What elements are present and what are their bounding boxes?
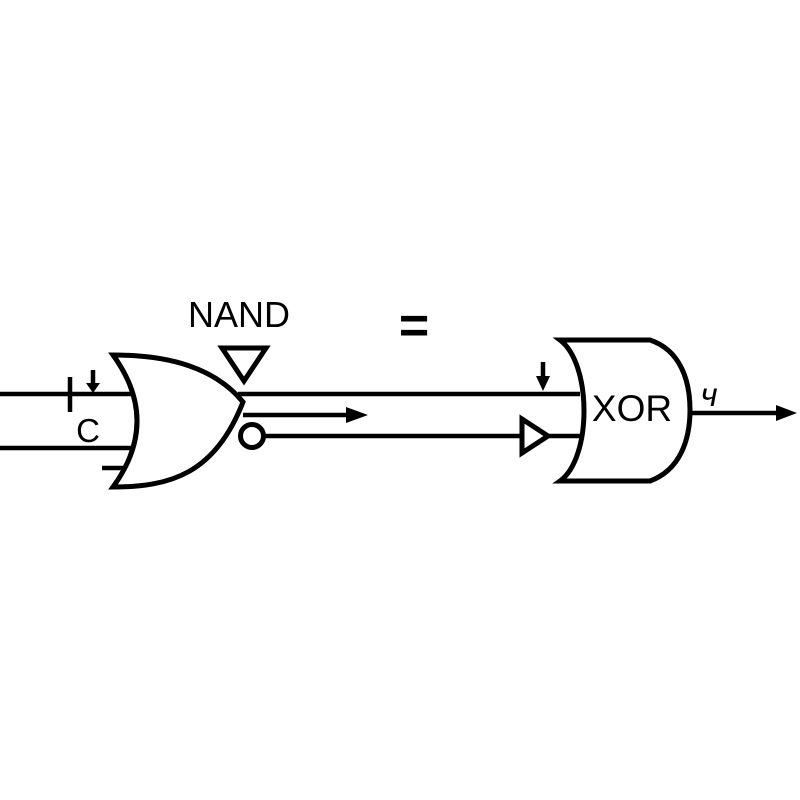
nand-gate-label: NAND [188, 294, 290, 335]
buffer-triangle-icon [519, 414, 553, 458]
xor-gate-label: XOR [592, 388, 672, 429]
inversion-bubble-icon [238, 422, 266, 450]
output-arrow-icon [689, 405, 797, 421]
equals-sign: = [399, 297, 429, 355]
signal-flow-arrow-icon [243, 407, 368, 423]
nand-pointer-triangle-icon [217, 345, 271, 386]
edge-arrow-right-head [536, 376, 550, 391]
edge-down-arrow-left-icon [86, 370, 100, 393]
nand-gate-body [108, 352, 246, 490]
output-arrow-head [776, 405, 797, 421]
signal-flow-head [346, 407, 368, 423]
clock-input-label: C [76, 412, 100, 449]
edge-down-arrow-right-icon [536, 362, 550, 391]
xor-gate-body [552, 337, 693, 484]
edge-arrow-left-head [86, 383, 100, 393]
output-label: ч [700, 376, 717, 413]
